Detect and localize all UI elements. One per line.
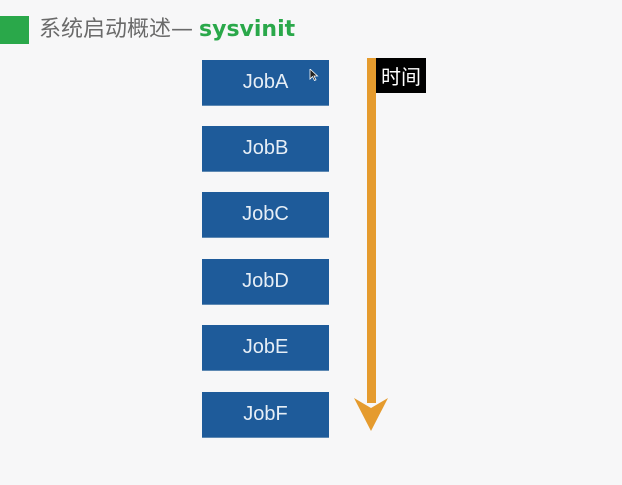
job-box-a: JobA xyxy=(202,60,329,106)
timeline-arrow-head xyxy=(354,398,388,431)
timeline-arrow-shaft xyxy=(367,58,376,403)
timeline-label: 时间 xyxy=(376,58,426,93)
mouse-cursor-icon xyxy=(309,69,319,81)
job-label: JobF xyxy=(243,403,288,425)
job-box-f: JobF xyxy=(202,392,329,438)
timeline-label-text: 时间 xyxy=(381,65,421,89)
timeline-arrow-icon xyxy=(354,58,388,431)
job-label: JobE xyxy=(242,336,289,358)
job-box-d: JobD xyxy=(202,259,329,305)
job-label: JobA xyxy=(242,71,289,93)
job-label: JobB xyxy=(242,137,289,159)
job-box-c: JobC xyxy=(202,192,329,238)
title-marker xyxy=(0,16,29,44)
page-title-accent: sysvinit xyxy=(199,17,296,42)
page-title: 系统启动概述—sysvinit xyxy=(39,15,295,45)
job-box-e: JobE xyxy=(202,325,329,371)
page-title-text: 系统启动概述— xyxy=(39,17,194,42)
job-label: JobD xyxy=(242,270,289,292)
job-box-b: JobB xyxy=(202,126,329,172)
job-label: JobC xyxy=(242,203,289,225)
